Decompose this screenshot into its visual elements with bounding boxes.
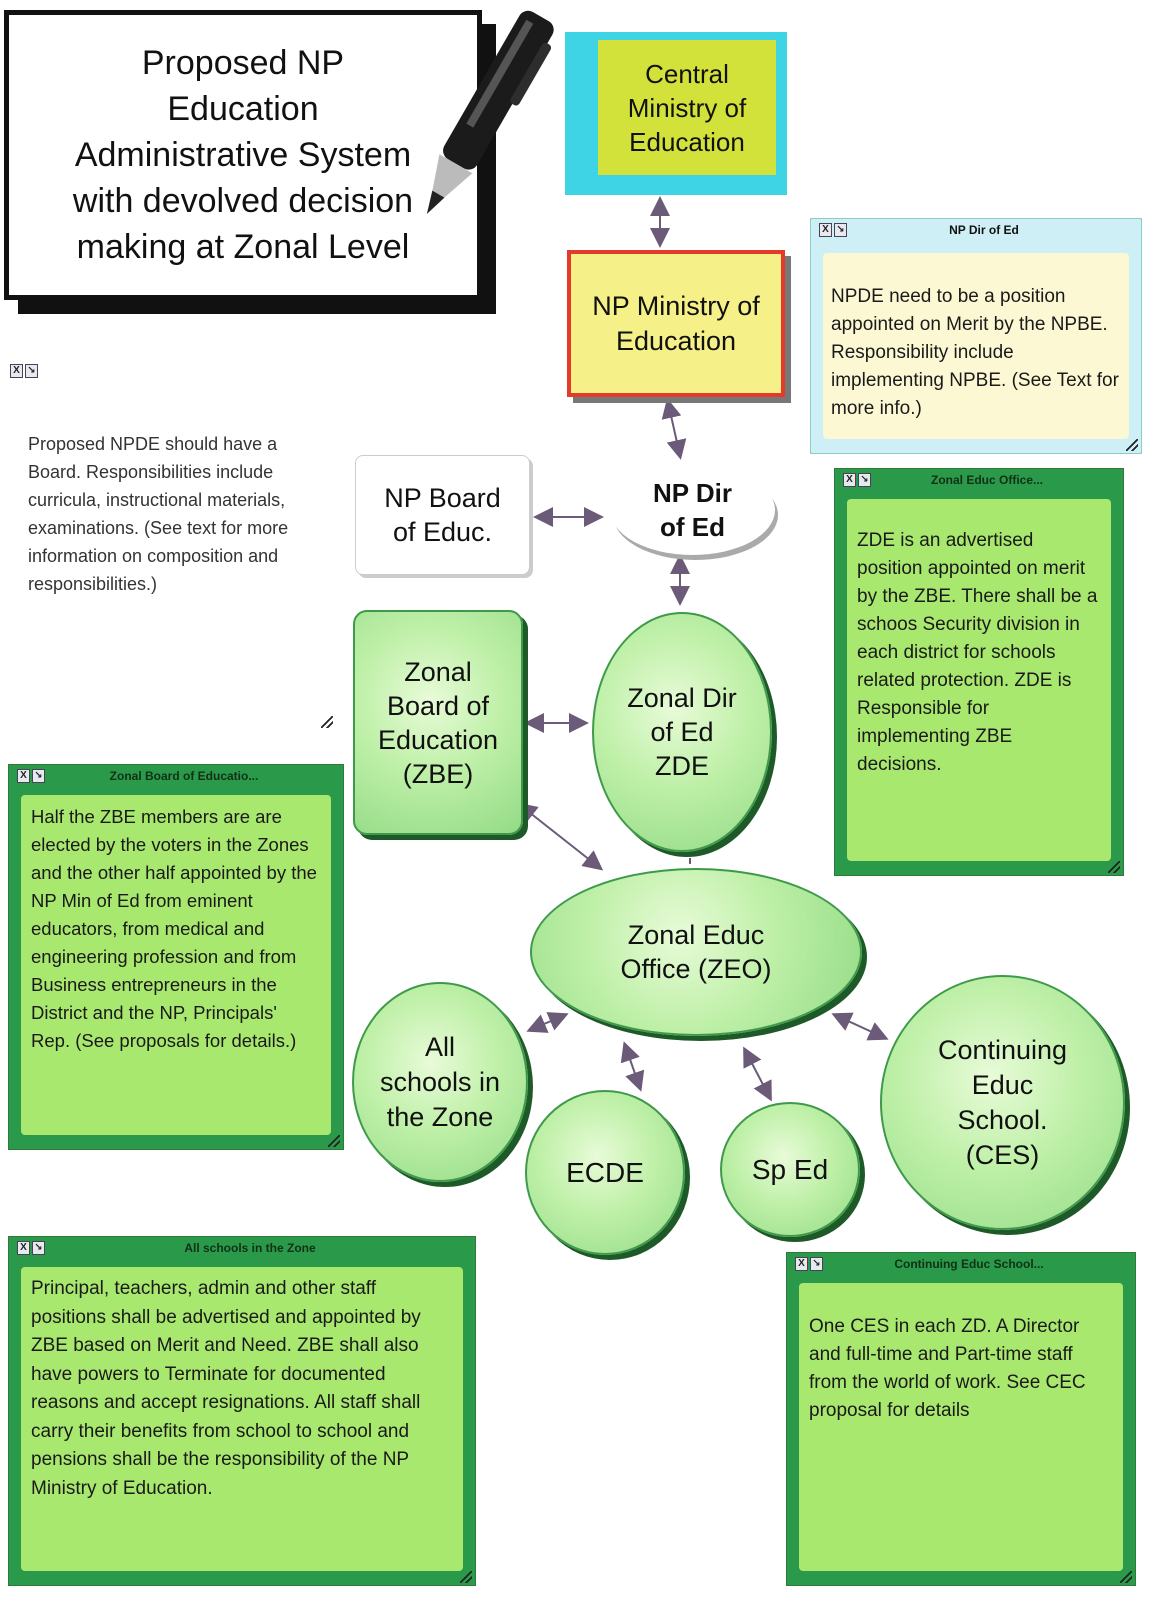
note-zbe[interactable]: X ↘ Zonal Board of Educatio... Half the … [8, 764, 344, 1150]
node-np-ministry[interactable]: NP Ministry of Education [567, 250, 785, 397]
arrow-npmin-npdir [661, 398, 687, 460]
close-icon[interactable]: X [10, 364, 23, 378]
note-body: Proposed NPDE should have a Board. Respo… [18, 422, 324, 716]
arrow-zbe-zeo [516, 802, 604, 871]
resize-grip-icon[interactable] [460, 1571, 472, 1583]
node-ces[interactable]: Continuing Educ School. (CES) [880, 975, 1125, 1230]
close-icon[interactable]: X [795, 1257, 808, 1271]
resize-grip-icon[interactable] [328, 1135, 340, 1147]
expand-icon[interactable]: ↘ [25, 364, 38, 378]
node-zbe[interactable]: Zonal Board of Education (ZBE) [353, 610, 523, 835]
node-zeo[interactable]: Zonal Educ Office (ZEO) [530, 868, 862, 1036]
note-zde[interactable]: X ↘ Zonal Educ Office... ZDE is an adver… [834, 468, 1124, 876]
node-central-ministry[interactable]: Central Ministry of Education [598, 40, 776, 175]
expand-icon[interactable]: ↘ [858, 473, 871, 487]
note-body: Principal, teachers, admin and other sta… [21, 1267, 463, 1571]
note-np-dir[interactable]: X ↘ NP Dir of Ed NPDE need to be a posit… [810, 218, 1142, 454]
resize-grip-icon[interactable] [321, 716, 333, 728]
node-np-board[interactable]: NP Board of Educ. [355, 455, 530, 575]
pen-icon [426, 10, 554, 215]
note-titlebar[interactable]: X ↘ Zonal Educ Office... [835, 469, 1123, 491]
expand-icon[interactable]: ↘ [834, 223, 847, 237]
note-body: One CES in each ZD. A Director and full-… [799, 1283, 1123, 1571]
note-titlebar[interactable]: X ↘ All schools in the Zone [9, 1237, 475, 1259]
node-sp-ed[interactable]: Sp Ed [720, 1102, 860, 1237]
note-titlebar[interactable]: X ↘ [6, 360, 336, 382]
note-title: Zonal Board of Educatio... [109, 769, 259, 783]
expand-icon[interactable]: ↘ [32, 1241, 45, 1255]
close-icon[interactable]: X [17, 769, 30, 783]
diagram-title: Proposed NP Education Administrative Sys… [72, 44, 414, 266]
resize-grip-icon[interactable] [1120, 1571, 1132, 1583]
node-zde[interactable]: Zonal Dir of Ed ZDE [592, 612, 772, 852]
arrow-zeo-ecde [620, 1041, 645, 1092]
note-title: All schools in the Zone [184, 1241, 316, 1255]
close-icon[interactable]: X [17, 1241, 30, 1255]
note-body: ZDE is an advertised position appointed … [847, 499, 1111, 861]
note-body: NPDE need to be a position appointed on … [823, 253, 1129, 439]
note-title: Zonal Educ Office... [930, 473, 1043, 487]
arrow-zeo-all [526, 1012, 569, 1033]
resize-grip-icon[interactable] [1126, 439, 1138, 451]
note-titlebar[interactable]: X ↘ Continuing Educ School... [787, 1253, 1135, 1275]
note-titlebar[interactable]: X ↘ NP Dir of Ed [811, 219, 1141, 241]
expand-icon[interactable]: ↘ [810, 1257, 823, 1271]
resize-grip-icon[interactable] [1108, 861, 1120, 873]
arrow-zeo-sped [743, 1046, 772, 1102]
node-all-schools[interactable]: All schools in the Zone [352, 982, 528, 1182]
note-ces[interactable]: X ↘ Continuing Educ School... One CES in… [786, 1252, 1136, 1586]
note-title: NP Dir of Ed [949, 223, 1019, 237]
note-all-schools[interactable]: X ↘ All schools in the Zone Principal, t… [8, 1236, 476, 1586]
expand-icon[interactable]: ↘ [32, 769, 45, 783]
node-np-dir[interactable]: NP Dir of Ed [610, 465, 775, 555]
note-npde-board[interactable]: X ↘ Proposed NPDE should have a Board. R… [6, 360, 336, 730]
arrow-zeo-ces [831, 1012, 889, 1041]
close-icon[interactable]: X [843, 473, 856, 487]
note-title: Continuing Educ School... [894, 1257, 1044, 1271]
note-body: Half the ZBE members are are elected by … [21, 795, 331, 1135]
node-ecde[interactable]: ECDE [525, 1090, 685, 1255]
close-icon[interactable]: X [819, 223, 832, 237]
note-titlebar[interactable]: X ↘ Zonal Board of Educatio... [9, 765, 343, 787]
